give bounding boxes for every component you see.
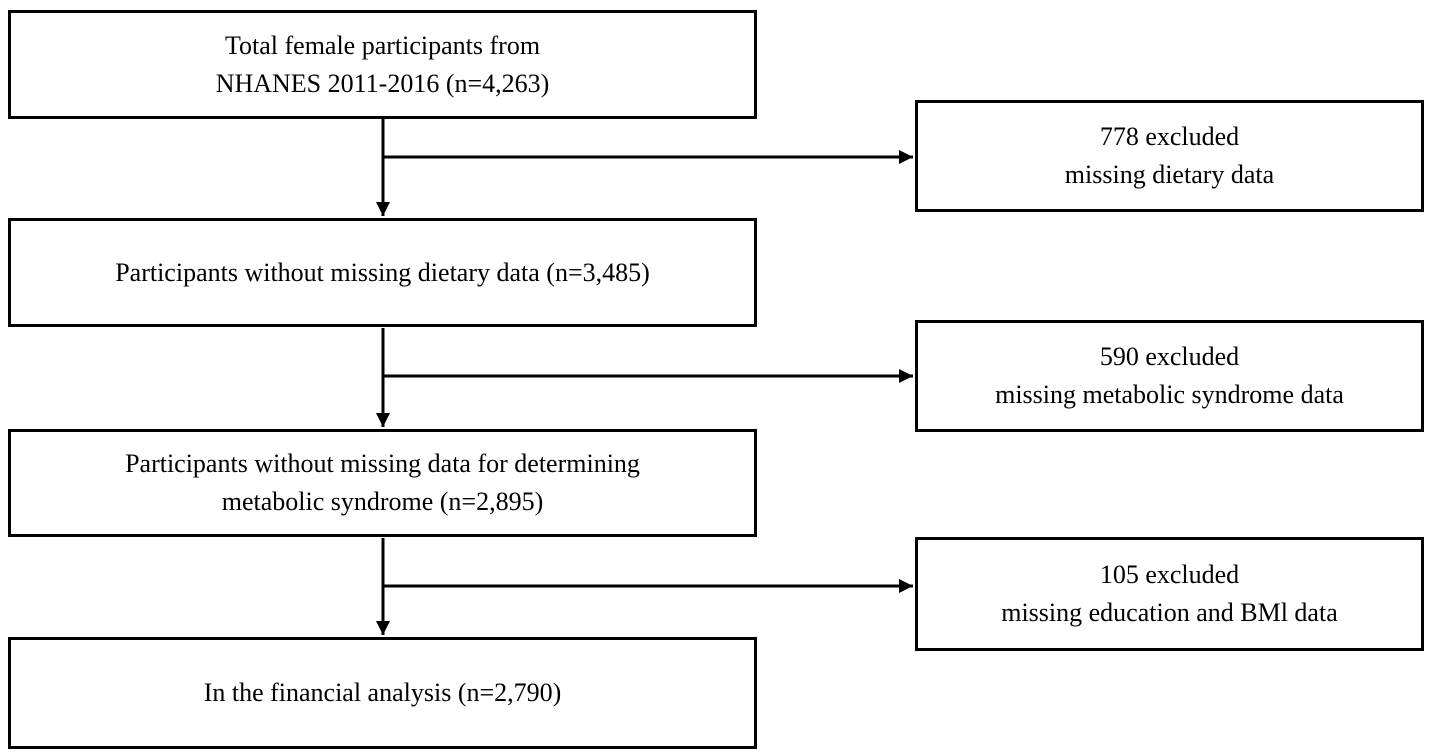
box-total-participants: Total female participants from NHANES 20…: [8, 10, 757, 119]
box-without-missing-metabolic: Participants without missing data for de…: [8, 429, 757, 537]
box-text-line: Total female participants from: [224, 30, 541, 60]
box-excluded-education-bmi: 105 excluded missing education and BMl d…: [915, 537, 1424, 651]
box-text-line: 105 excluded: [1099, 560, 1240, 589]
box-text-line: 778 excluded: [1099, 122, 1240, 151]
box-final-analysis: In the financial analysis (n=2,790): [8, 637, 757, 749]
box-text-line: missing metabolic syndrome data: [995, 380, 1344, 409]
box-text-line: Participants without missing dietary dat…: [115, 257, 650, 287]
box-text-line: In the financial analysis (n=2,790): [203, 678, 562, 707]
box-excluded-dietary: 778 excluded missing dietary data: [915, 100, 1424, 212]
box-text-line: missing dietary data: [1064, 160, 1275, 189]
box-excluded-metabolic: 590 excluded missing metabolic syndrome …: [915, 320, 1424, 432]
box-text-line: missing education and BMl data: [1001, 598, 1338, 627]
box-without-missing-dietary: Participants without missing dietary dat…: [8, 218, 757, 327]
box-text-line: metabolic syndrome (n=2,895): [221, 487, 544, 516]
box-text-line: Participants without missing data for de…: [125, 449, 640, 478]
box-text-line: NHANES 2011-2016 (n=4,263): [215, 68, 550, 98]
box-text-line: 590 excluded: [1099, 342, 1240, 371]
